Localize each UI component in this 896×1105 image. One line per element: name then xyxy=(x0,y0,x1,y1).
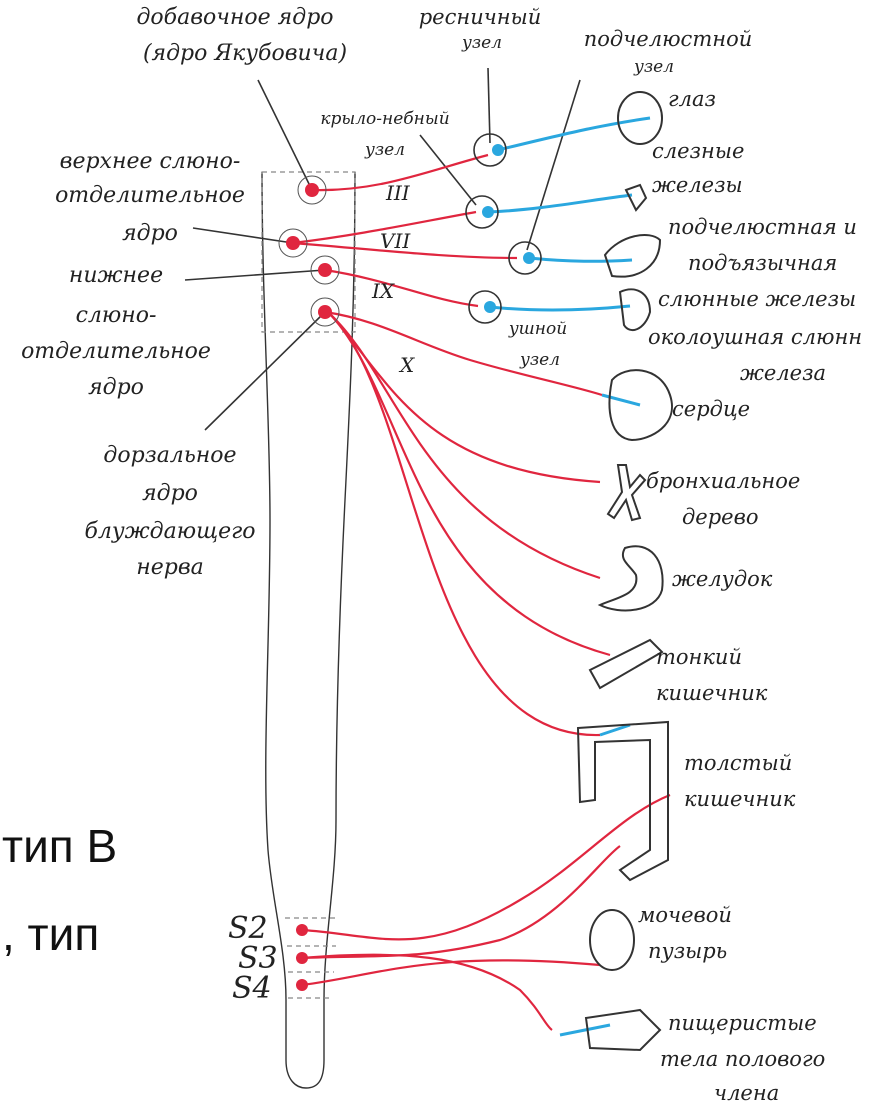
label-submand-ganglion-1: подчелюстной xyxy=(584,27,753,51)
overlay-line-2: , тип xyxy=(2,908,99,960)
penis-organ xyxy=(586,1010,660,1050)
label-large-int-2: кишечник xyxy=(684,787,796,811)
label-small-int-2: кишечник xyxy=(656,681,768,705)
label-lacrimal-2: железы xyxy=(652,173,743,197)
bronchial-organ xyxy=(608,465,645,520)
label-s4: S4 xyxy=(232,971,272,1006)
label-superior-2: отделительное xyxy=(55,183,245,208)
small-intestine-organ xyxy=(590,640,662,688)
label-otic-1: ушной xyxy=(508,319,567,339)
bladder-organ xyxy=(590,910,634,970)
label-submand-gland-2: подъязычная xyxy=(688,251,837,275)
overlay-text: тип В , тип xyxy=(2,820,117,960)
label-submand-gland-3: слюнные железы xyxy=(658,287,856,311)
lacrimal-organ xyxy=(626,185,646,210)
label-bladder-1: мочевой xyxy=(638,903,732,927)
label-dorsal-3: блуждающего xyxy=(84,519,255,544)
label-inferior-2: слюно- xyxy=(76,303,157,328)
label-large-int-1: толстый xyxy=(684,751,792,775)
nerve-labels: III VII IX X xyxy=(371,181,415,377)
organ-labels: глаз слезные железы подчелюстная и подъя… xyxy=(638,87,862,1105)
label-bladder-2: пузырь xyxy=(648,939,727,963)
heart-organ xyxy=(609,370,672,440)
label-small-int-1: тонкий xyxy=(656,645,742,669)
stomach-organ xyxy=(600,546,663,610)
label-lacrimal-1: слезные xyxy=(652,139,744,163)
label-superior-1: верхнее слюно- xyxy=(60,149,241,174)
label-otic-2: узел xyxy=(519,350,560,370)
label-penis-3: члена xyxy=(714,1081,779,1105)
label-bronchial-1: бронхиальное xyxy=(646,469,800,493)
label-dorsal-2: ядро xyxy=(142,481,198,506)
label-parotid-1: околоушная слюнн xyxy=(648,325,862,349)
label-bronchial-2: дерево xyxy=(682,505,758,529)
label-n3: III xyxy=(385,181,411,205)
label-n10: X xyxy=(398,353,415,377)
label-inferior-1: нижнее xyxy=(69,263,163,288)
large-intestine-organ xyxy=(578,722,668,880)
label-penis-1: пищеристые xyxy=(668,1011,817,1035)
label-submand-gland-1: подчелюстная и xyxy=(668,215,857,239)
label-ciliary-1: ресничный xyxy=(419,5,542,29)
label-stomach: желудок xyxy=(672,567,773,591)
parotid-organ xyxy=(620,289,650,330)
label-submand-ganglion-2: узел xyxy=(633,57,674,77)
label-accessory-1: добавочное ядро xyxy=(136,5,333,30)
label-pterygo-1: крыло-небный xyxy=(320,109,449,129)
label-ciliary-2: узел xyxy=(461,33,502,53)
label-dorsal-4: нерва xyxy=(136,555,204,580)
label-parotid-2: железа xyxy=(740,361,826,385)
overlay-line-1: тип В xyxy=(2,820,117,872)
label-superior-3: ядро xyxy=(122,221,178,246)
label-inferior-3: отделительное xyxy=(21,339,211,364)
label-heart: сердце xyxy=(672,397,750,421)
label-penis-2: тела полового xyxy=(660,1047,825,1071)
submandibular-organ xyxy=(605,235,660,277)
nucleus-labels: добавочное ядро (ядро Якубовича) верхнее… xyxy=(21,5,347,580)
preganglionic-fibers xyxy=(293,155,670,1030)
label-eye: глаз xyxy=(668,87,716,111)
label-n7: VII xyxy=(380,229,411,253)
label-accessory-2: (ядро Якубовича) xyxy=(143,41,347,66)
label-inferior-4: ядро xyxy=(88,375,144,400)
label-n9: IX xyxy=(371,279,395,303)
segment-labels: S2 S3 S4 xyxy=(228,911,278,1006)
nuclei-dots xyxy=(279,176,339,991)
label-dorsal-1: дорзальное xyxy=(103,443,236,468)
label-pterygo-2: узел xyxy=(364,140,405,160)
ganglia xyxy=(466,134,541,323)
